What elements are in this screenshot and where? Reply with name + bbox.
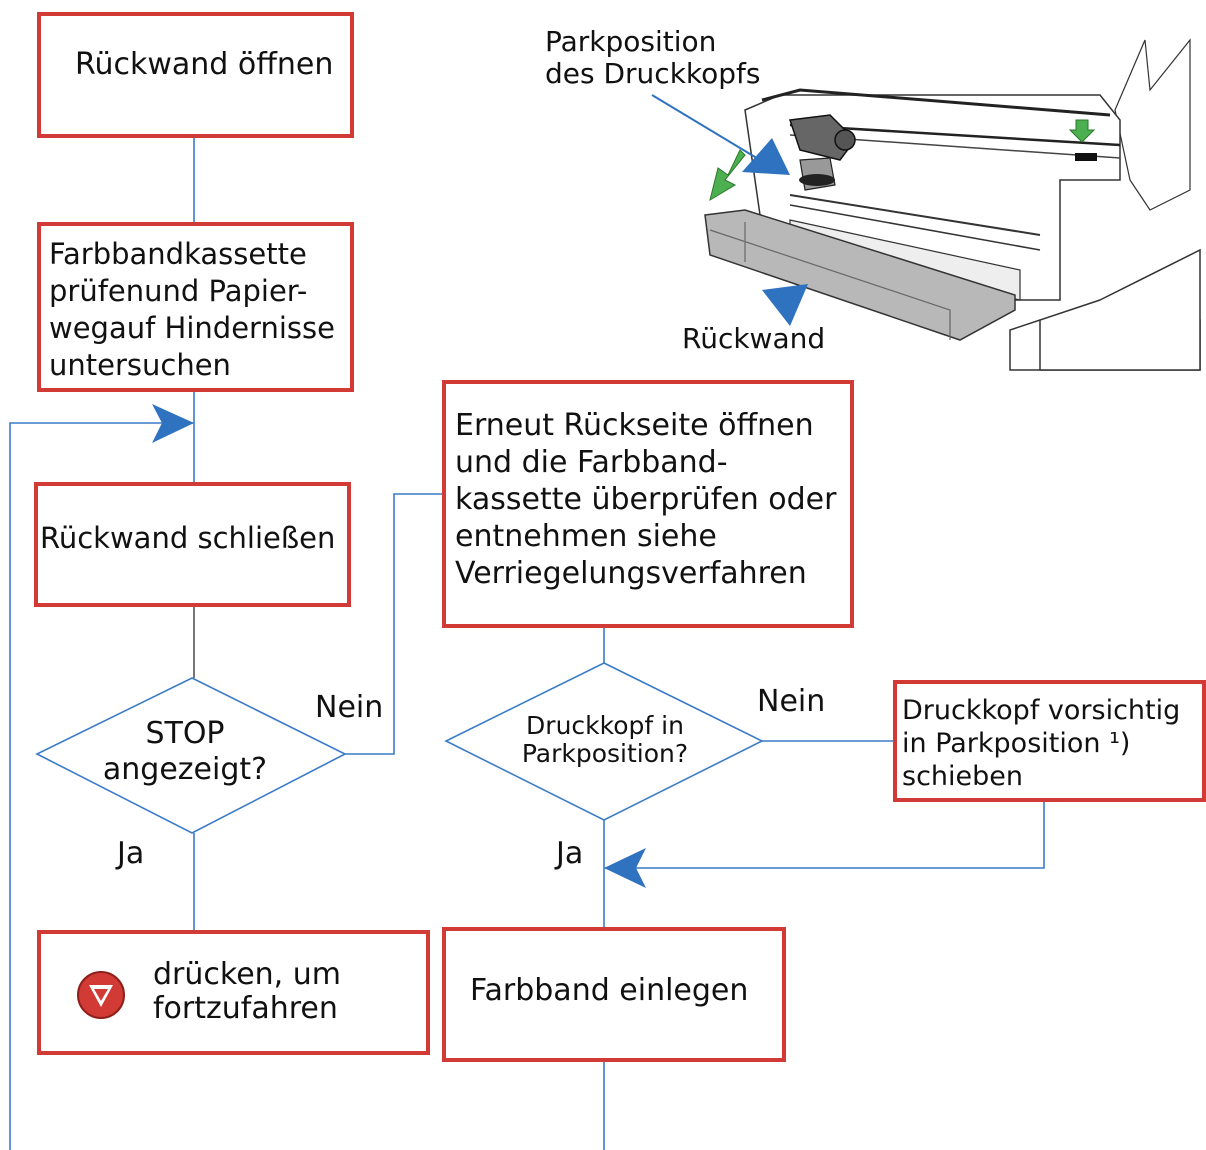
step-move-head-text: Druckkopf vorsichtig in Parkposition ¹) … — [902, 695, 1181, 792]
step-insert-ribbon-box — [442, 927, 786, 1062]
park-decision-diamond — [444, 662, 764, 821]
printer-illustration — [651, 38, 1201, 371]
edge-label-yes-park: Ja — [556, 836, 584, 871]
step-close-back-box — [34, 482, 351, 607]
edge-label-yes-stop: Ja — [117, 836, 145, 871]
step-reopen-box — [442, 380, 854, 628]
step-move-head-box — [893, 680, 1206, 802]
park-decision-text: Druckkopf in Parkposition? — [521, 711, 689, 768]
step-check-ribbon-box — [37, 222, 354, 392]
green-arrow-down-right-icon — [1068, 119, 1096, 143]
step-insert-ribbon-text: Farbband einlegen — [470, 973, 749, 1008]
illustration-back-label: Rückwand — [682, 322, 826, 355]
edge-label-no-stop: Nein — [315, 690, 384, 725]
flow-arrow-right-icon — [152, 404, 194, 443]
blue-pointer-arrow-icon — [742, 138, 790, 175]
step-open-back-text: Rückwand öffnen — [75, 47, 334, 82]
blue-pointer-arrow-icon-2 — [762, 284, 808, 326]
stop-decision-text: STOP angezeigt? — [102, 716, 268, 787]
step-check-ribbon-text: Farbbandkassette prüfenund Papier- wegau… — [49, 237, 335, 382]
illustration-park-label: Parkposition des Druckkopfs — [545, 25, 761, 90]
step-reopen-text: Erneut Rückseite öffnen und die Farbband… — [455, 408, 837, 591]
edge-label-no-park: Nein — [757, 684, 826, 719]
step-press-continue-text: drücken, um fortzufahren — [153, 957, 341, 1026]
step-press-continue-box — [37, 930, 430, 1055]
stop-decision-diamond — [35, 677, 347, 834]
step-close-back-text: Rückwand schließen — [40, 521, 336, 555]
step-open-back-box — [37, 12, 354, 138]
green-arrow-down-left-icon — [709, 149, 746, 202]
connector-lines — [9, 138, 1045, 1150]
flow-arrow-left-icon — [604, 848, 646, 888]
down-triangle-key-icon — [76, 970, 126, 1020]
